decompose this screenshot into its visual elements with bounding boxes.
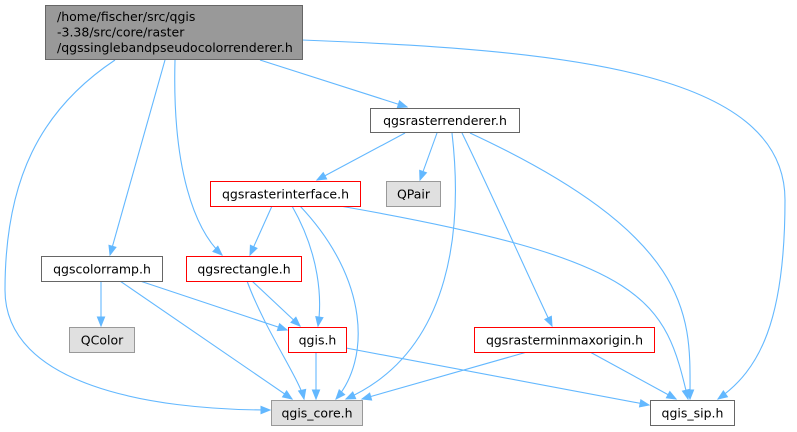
edge-arrowhead [212,245,223,256]
node-box [45,5,303,60]
edge-line [461,132,553,327]
edge-rectangle-to-core [246,280,307,401]
edge-arrowhead [360,392,373,401]
edge-arrowhead [344,391,357,400]
edge-root-to-sip [301,39,786,400]
node-box [41,256,163,282]
node-label: qgsrasterinterface.h [222,187,349,202]
edge-root-to-renderer [259,59,409,109]
node-root[interactable]: /home/fischer/src/qgis-3.38/src/core/ras… [45,5,303,60]
edge-line [109,59,166,256]
node-box [186,256,302,282]
node-box [210,181,361,207]
edge-arrowhead [96,316,106,328]
node-box [650,400,735,426]
node-box [370,108,520,133]
edge-line [299,205,359,400]
edge-line [345,132,456,400]
edge-arrowhead [281,390,294,400]
edge-root-to-core [4,59,272,415]
edge-renderer-to-qpair [419,132,438,182]
node-label: -3.38/src/core/raster [57,25,185,40]
edge-colorramp-to-qcolor [96,281,106,328]
node-box [474,327,655,353]
edge-line [139,280,288,331]
node-sip[interactable]: qgis_sip.h [650,400,735,426]
node-qcolor[interactable]: QColor [69,327,135,353]
node-box [69,327,135,353]
node-label: qgis.h [299,333,337,348]
edge-rectangle-to-qgis [251,280,301,327]
node-label: qgsrectangle.h [197,262,290,277]
edge-renderer-to-interface [315,132,406,181]
edge-line [174,59,223,256]
edge-interface-to-core [299,205,359,401]
node-label: qgscolorramp.h [53,262,151,277]
edge-arrowhead [335,388,346,401]
edge-interface-to-sip [339,205,691,401]
node-box [386,181,441,207]
node-label: /home/fischer/src/qgis [57,9,195,24]
edge-qgis-to-sip [345,347,651,408]
edge-colorramp-to-qgis [139,280,289,332]
edge-arrowhead [396,99,409,109]
edge-line [4,59,271,411]
edge-arrowhead [638,398,651,408]
edge-interface-to-qgis [291,205,324,328]
edge-renderer-to-minmax [461,132,553,328]
edge-colorramp-to-core [119,280,294,400]
edge-line [469,132,691,400]
edge-arrowhead [260,405,272,415]
edge-arrowhead [315,315,324,328]
edge-arrowhead [249,244,258,257]
edge-minmax-to-core [360,351,528,401]
edge-arrowhead [681,388,691,401]
edge-arrowhead [716,390,729,400]
edge-line [345,347,650,406]
node-minmax[interactable]: qgsrasterminmaxorigin.h [474,327,655,353]
edge-arrowhead [297,388,307,401]
edge-minmax-to-sip [589,351,678,400]
edge-renderer-to-core [344,132,456,400]
node-label: QColor [81,333,124,348]
edge-root-to-rectangle [174,59,223,256]
node-label: QPair [397,187,431,202]
node-label: qgis_sip.h [662,406,724,421]
edge-line [589,351,677,400]
edge-arrowhead [315,171,328,181]
edge-line [361,351,528,400]
edge-root-to-colorramp [108,59,166,257]
node-label: qgsrasterrenderer.h [383,113,507,128]
node-qpair[interactable]: QPair [386,181,441,207]
node-label: qgsrasterminmaxorigin.h [486,333,643,348]
edge-arrowhead [419,169,428,182]
node-label: qgis_core.h [281,406,352,421]
edge-interface-to-rectangle [249,205,273,257]
node-rectangle[interactable]: qgsrectangle.h [186,256,302,282]
edge-line [259,59,408,108]
node-qgis[interactable]: qgis.h [288,327,347,353]
edge-qgis-to-core [311,352,321,401]
edge-line [119,280,293,400]
node-colorramp[interactable]: qgscolorramp.h [41,256,163,282]
node-label: /qgssinglebandpseudocolorrenderer.h [57,40,293,55]
node-renderer[interactable]: qgsrasterrenderer.h [370,108,520,133]
edge-arrowhead [665,390,678,400]
node-box [271,400,363,426]
edge-line [339,205,689,400]
node-core[interactable]: qgis_core.h [271,400,363,426]
nodes-layer: /home/fischer/src/qgis-3.38/src/core/ras… [41,5,735,426]
edge-line [301,39,786,400]
edge-arrowhead [290,316,301,327]
edge-arrowhead [543,315,553,328]
edges-layer [4,39,786,415]
edge-arrowhead [108,244,117,257]
node-box [288,327,347,353]
edge-line [316,132,406,181]
edge-arrowhead [276,322,289,332]
edge-line [251,280,301,327]
edge-arrowhead [311,389,321,401]
node-interface[interactable]: qgsrasterinterface.h [210,181,361,207]
